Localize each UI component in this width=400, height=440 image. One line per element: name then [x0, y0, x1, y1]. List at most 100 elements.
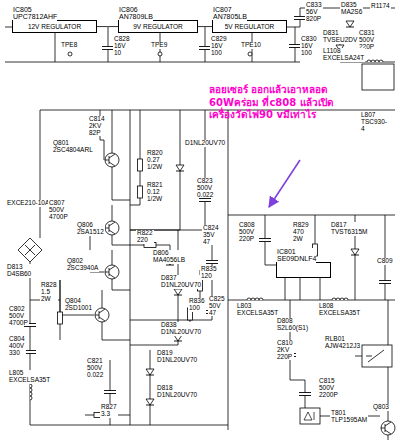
part-label: R1174 [370, 3, 391, 10]
schematic-stroke [367, 60, 383, 62]
connector-wire [97, 26, 118, 27]
ic-label: IC807 [213, 6, 247, 14]
bridge-rectifier [18, 238, 42, 262]
schematic-stroke [346, 21, 354, 27]
part-label: D831 TVSEU2DV [322, 30, 358, 44]
optocoupler-symbol [300, 408, 320, 424]
schematic-stroke [299, 393, 311, 396]
schematic-stroke [158, 52, 162, 56]
schematic-stroke [68, 52, 72, 56]
ic-heading: IC801SE09DNLF4 [277, 248, 316, 263]
part-label: TPE8 [60, 42, 78, 49]
part-label: TPE10 [240, 42, 262, 49]
schematic-stroke [138, 186, 143, 198]
part-label: C804 400V 330 [8, 336, 26, 356]
ic-label: AN7809LB [119, 13, 153, 21]
part-label: Q806 2SA1512 [76, 222, 105, 236]
ic-box: IC807AN7805LB5V REGULATOR [212, 20, 287, 33]
schematic-stroke [379, 281, 391, 284]
part-label: C808 500V 220P [238, 222, 256, 242]
pointer-arrow [269, 160, 300, 207]
part-label: Q802 2SC3940A [66, 258, 99, 272]
part-label: D808 S2L60(S1) [276, 318, 309, 332]
ic-label: UPC7812AHF [13, 13, 57, 21]
schematic-stroke [105, 153, 119, 167]
part-label: T801 TLP1595AM [330, 410, 368, 424]
part-label: RLB01 AJW4212J3 [324, 336, 361, 350]
part-label: D838 D1NL20UV70 [160, 322, 202, 336]
schematic-stroke [259, 239, 271, 242]
part-label: C814 2KV 82P [88, 116, 106, 136]
part-label: Q804 2SD1001 [64, 298, 93, 312]
relay-contact [366, 350, 384, 362]
ic-label: AN7805LB [213, 13, 247, 21]
part-label: R822 220 [136, 230, 154, 244]
part-label: C810 2KV 220P [276, 340, 294, 360]
part-label: Q801 2SC4804ARL [52, 140, 94, 154]
ic-box: IC805UPC7812AHF12V REGULATOR [12, 20, 97, 33]
part-label: D818 D1NL20UV70 [156, 385, 198, 399]
schematic-stroke [332, 298, 348, 300]
wire [5, 8, 395, 440]
part-label: D813 D4SB60 [6, 264, 32, 278]
part-label: R820 0.27 1/2W [146, 150, 164, 170]
schematic-stroke [138, 159, 143, 171]
part-label: C825 50V 47 [208, 296, 226, 316]
ic-box: IC806AN7809LB9V REGULATOR [118, 20, 198, 33]
part-label: D819 D1NL20UV70 [156, 350, 198, 364]
box-text: 5V REGULATOR [217, 23, 282, 30]
part-label: L805 EXCELSA35T [8, 370, 51, 384]
ic-label: IC806 [119, 6, 153, 14]
part-label: D1NL20UV70 [184, 140, 226, 147]
part-label: R821 0.12 1/2W [146, 182, 164, 202]
optocoupler-detail [304, 412, 314, 420]
schematic-stroke [174, 335, 182, 341]
part-label: C829 16V 100 [210, 36, 228, 56]
part-label: C807 500V 4700P [48, 200, 69, 220]
schematic-stroke [381, 421, 395, 435]
part-label: R835 120 [200, 266, 218, 280]
schematic-stroke [30, 384, 32, 400]
part-label: C833 56V 820P [305, 2, 323, 22]
schematic-stroke [146, 369, 154, 375]
part-label: D837 D1NL20UV70 [160, 275, 202, 289]
part-label: C830 16V 100 [300, 36, 318, 56]
part-label: Q803 [372, 404, 390, 411]
part-label: L803 EXCELSA35T [236, 303, 279, 317]
relay-symbol [362, 345, 392, 367]
part-label: L808 EXCELSA35T [318, 303, 361, 317]
ic-label: SE09DNLF4 [277, 255, 316, 263]
part-label: R829 470 2W [292, 222, 310, 242]
schematic-stroke [351, 249, 359, 255]
part-label: C815 500V 2200P [318, 378, 339, 398]
ic-heading: IC805UPC7812AHF [13, 6, 57, 21]
schematic-stroke [146, 399, 154, 405]
part-label: R827 3.3 [100, 404, 118, 418]
part-label: C828 16V 10 [113, 36, 131, 56]
part-label: C824 35V 47 [202, 225, 220, 245]
ic-package [362, 64, 394, 90]
schematic-stroke [248, 52, 252, 56]
schematic-stroke [58, 312, 63, 324]
ic-box: IC801SE09DNLF4 [276, 262, 331, 278]
schematic-stroke [206, 261, 218, 264]
part-label: L807 TSC930-4 [360, 112, 388, 132]
part-label: D817 TVST6315M [330, 222, 368, 236]
schematic-stroke [105, 265, 119, 279]
part-label: EXCE210-10A [6, 200, 50, 207]
part-label: R836 100 [188, 298, 206, 312]
connector-wire [198, 26, 212, 27]
ic-label: IC801 [277, 248, 316, 256]
ic-heading: IC807AN7805LB [213, 6, 247, 21]
box-text: 9V REGULATOR [123, 23, 193, 30]
part-label: L1108 EXCELSA24T [322, 48, 365, 62]
part-label: C809 [376, 258, 394, 265]
schematic-stroke [174, 289, 182, 295]
schematic-stroke [104, 391, 116, 394]
schematic-stroke [176, 165, 184, 171]
schematic-stroke [199, 199, 211, 202]
schematic-stroke [105, 221, 119, 235]
part-label: C823 500V 0.022 [196, 178, 214, 198]
ic-label: IC805 [13, 6, 57, 14]
